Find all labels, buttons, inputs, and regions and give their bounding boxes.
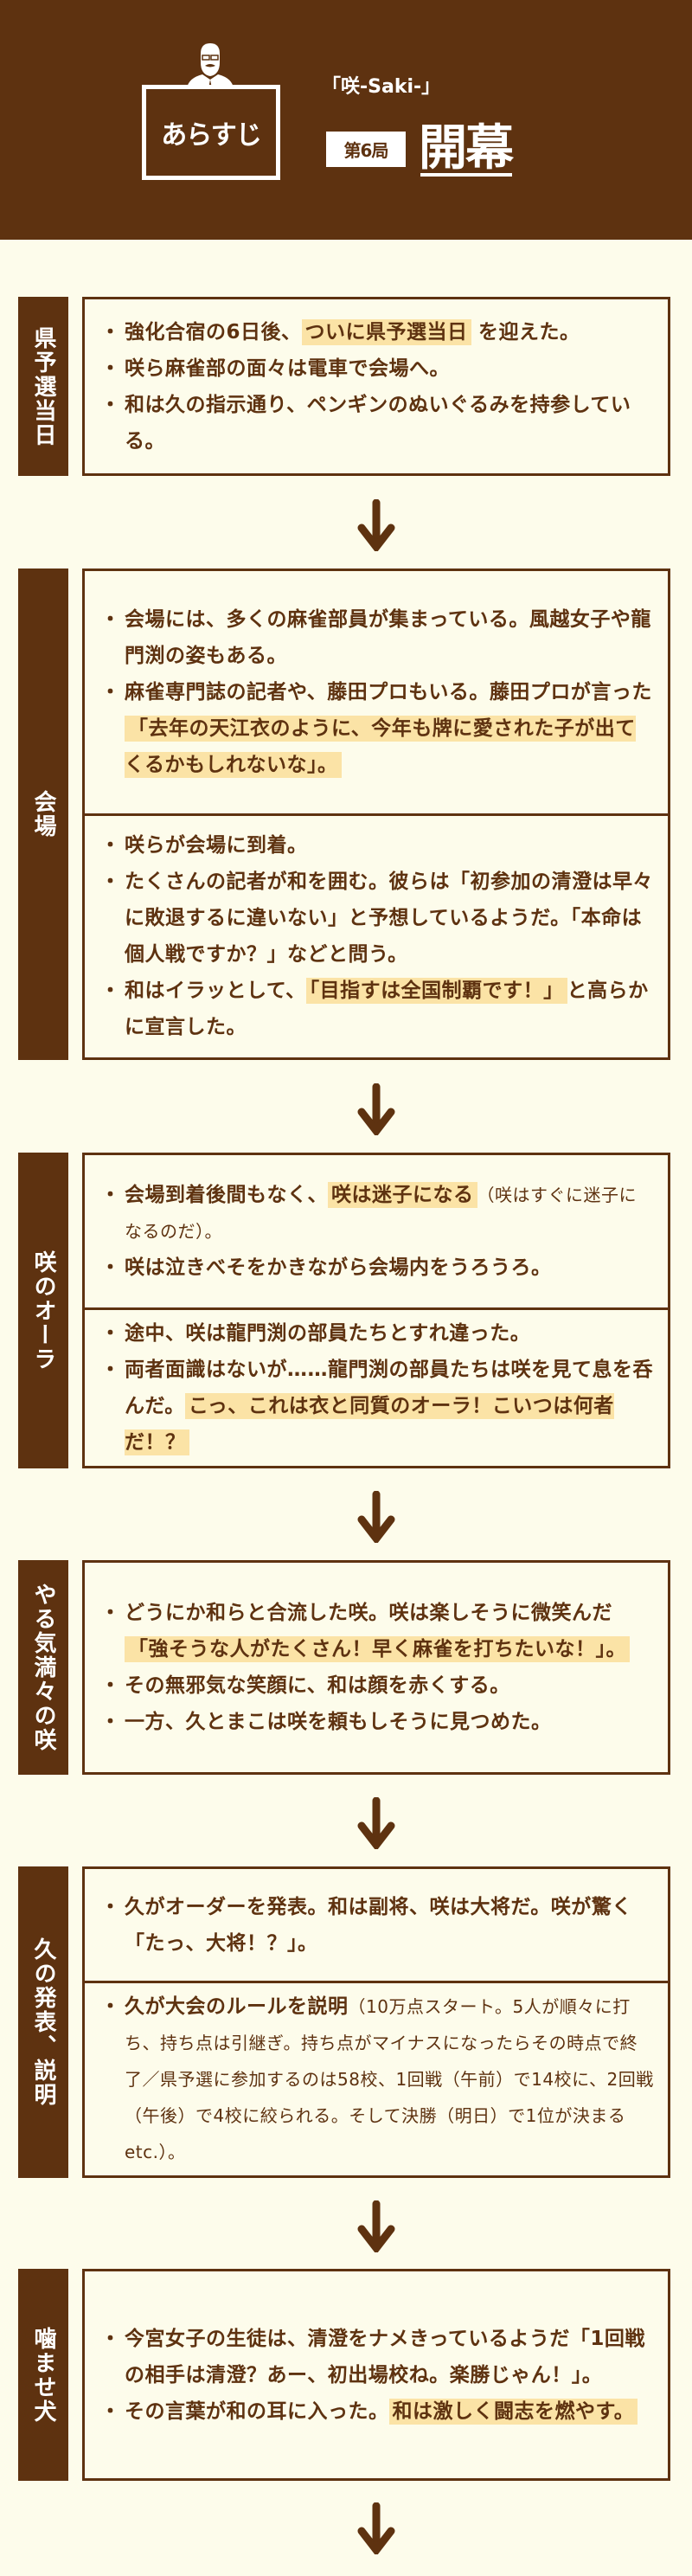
section-content-box: 久がオーダーを発表。和は副将、咲は大将だ。咲が驚く「たっ、大将！？」。久が大会の… [82,1866,670,2178]
section-label-text: やる気満々の咲 [30,1583,56,1752]
body-text: その無邪気な笑顔に、和は顔を赤くする。 [125,1674,510,1697]
bullet-item: 和は久の指示通り、ペンギンのぬいぐるみを持参している。 [100,387,654,459]
body-text: 麻雀専門誌の記者や、藤田プロもいる。藤田プロが言った [125,680,652,703]
section-content-box: 今宮女子の生徒は、清澄をナメきっているようだ「1回戦の相手は清澄？あー、初出場校… [82,2269,670,2481]
presenter-person-icon [187,43,234,88]
section-label: 久の発表、説明 [18,1866,68,2178]
episode-badge: 第6局 [326,132,406,167]
bullet-item: 久が大会のルールを説明（10万点スタート。5人が順々に打ち、持ち点は引継ぎ。持ち… [100,1988,654,2170]
highlighted-text: 「目指すは全国制覇です！」 [305,978,567,1005]
content-subbox: 咲らが会場に到着。たくさんの記者が和を囲む。彼らは「初参加の清澄は早々に敗退する… [85,813,668,1058]
highlighted-text: 「去年の天江衣のように、今年も牌に愛された子が出てくるかもしれないな」。 [125,715,636,778]
content-subbox: 会場には、多くの麻雀部員が集まっている。風越女子や龍門渕の姿もある。麻雀専門誌の… [85,571,668,813]
content-subbox: 会場到着後間もなく、咲は迷子になる（咲はすぐに迷子になるのだ）。咲は泣きべそをか… [85,1155,668,1307]
bullet-item: その言葉が和の耳に入った。和は激しく闘志を燃やす。 [100,2393,654,2430]
bullet-item: 強化合宿の6日後、ついに県予選当日 を迎えた。 [100,314,654,350]
down-arrow-icon [357,1083,395,1135]
bullet-item: 会場には、多くの麻雀部員が集まっている。風越女子や龍門渕の姿もある。 [100,601,654,674]
body-text: 久が大会のルールを説明 [125,1995,349,2018]
section-label: 会場 [18,569,68,1060]
header-banner: あらすじ 「咲-Saki-」 第6局 開幕 [0,0,692,240]
body-text: 強化合宿の6日後、 [125,320,302,344]
section-label-text: 会場 [30,790,56,838]
bullet-item: その無邪気な笑顔に、和は顔を赤くする。 [100,1667,654,1704]
series-title: 「咲-Saki-」 [322,76,441,98]
body-text: どうにか和らと合流した咲。咲は楽しそうに微笑んだ [125,1602,612,1624]
section-label-text: 咲のオーラ [30,1249,56,1372]
section-label-text: 噛ませ犬 [30,2326,56,2424]
body-text: 久がオーダーを発表。和は副将、咲は大将だ。咲が驚く「たっ、大将！？」。 [125,1895,632,1955]
body-text: を迎えた。 [471,320,580,344]
body-text: たくさんの記者が和を囲む。彼らは「初参加の清澄は早々に敗退するに違いない」と予想… [125,870,653,967]
body-text: 咲ら麻雀部の面々は電車で会場へ。 [125,357,450,380]
section-content-box: どうにか和らと合流した咲。咲は楽しそうに微笑んだ「強そうな人がたくさん！早く麻雀… [82,1560,670,1775]
body-text: 会場には、多くの麻雀部員が集まっている。風越女子や龍門渕の姿もある。 [125,607,651,667]
body-text: と高らかに宣言した。 [125,980,649,1039]
down-arrow-icon [357,499,395,551]
body-text: 咲は泣きべそをかきながら会場内をうろうろ。 [125,1256,552,1279]
content-subbox: 強化合宿の6日後、ついに県予選当日 を迎えた。咲ら麻雀部の面々は電車で会場へ。和… [85,299,668,473]
bullet-item: 麻雀専門誌の記者や、藤田プロもいる。藤田プロが言った「去年の天江衣のように、今年… [100,674,654,783]
bullet-item: 一方、久とまこは咲を頼もしそうに見つめた。 [100,1704,654,1740]
bullet-item: 会場到着後間もなく、咲は迷子になる（咲はすぐに迷子になるのだ）。 [100,1177,654,1249]
synopsis-section: 咲のオーラ 会場到着後間もなく、咲は迷子になる（咲はすぐに迷子になるのだ）。咲は泣… [18,1153,670,1468]
bullet-item: 咲は泣きべそをかきながら会場内をうろうろ。 [100,1249,654,1286]
highlighted-text: 咲は迷子になる [328,1182,477,1208]
episode-title: 開幕 [419,120,514,177]
bullet-item: 久がオーダーを発表。和は副将、咲は大将だ。咲が驚く「たっ、大将！？」。 [100,1889,654,1962]
synopsis-section: やる気満々の咲 どうにか和らと合流した咲。咲は楽しそうに微笑んだ「強そうな人がたく… [18,1560,670,1775]
section-label: 噛ませ犬 [18,2269,68,2481]
section-content-box: 会場到着後間もなく、咲は迷子になる（咲はすぐに迷子になるのだ）。咲は泣きべそをか… [82,1153,670,1468]
synopsis-label: あらすじ [161,120,261,151]
body-text: 両者面識はないが……龍門渕の部員たちは咲を見て息を呑んだ。 [125,1359,653,1417]
highlighted-text: ついに県予選当日 [301,318,471,345]
synopsis-section: 会場会場には、多くの麻雀部員が集まっている。風越女子や龍門渕の姿もある。麻雀専門… [18,569,670,1060]
synopsis-section: 県予選当日強化合宿の6日後、ついに県予選当日 を迎えた。咲ら麻雀部の面々は電車で… [18,297,670,476]
content-subbox: 久が大会のルールを説明（10万点スタート。5人が順々に打ち、持ち点は引継ぎ。持ち… [85,1981,668,2175]
content-subbox: どうにか和らと合流した咲。咲は楽しそうに微笑んだ「強そうな人がたくさん！早く麻雀… [85,1563,668,1772]
body-text: 途中、咲は龍門渕の部員たちとすれ違った。 [125,1322,531,1345]
section-label: 咲のオーラ [18,1153,68,1468]
highlighted-text: 「強そうな人がたくさん！早く麻雀を打ちたいな！」。 [125,1636,630,1662]
section-content-box: 会場には、多くの麻雀部員が集まっている。風越女子や龍門渕の姿もある。麻雀専門誌の… [82,569,670,1060]
body-text: その言葉が和の耳に入った。 [125,2399,389,2423]
body-text: 咲らが会場に到着。 [125,834,308,858]
highlighted-text: 和は激しく闘志を燃やす。 [388,2398,638,2425]
bullet-item: 両者面識はないが……龍門渕の部員たちは咲を見て息を呑んだ。こっ、これは衣と同質の… [100,1352,654,1461]
section-content-box: 強化合宿の6日後、ついに県予選当日 を迎えた。咲ら麻雀部の面々は電車で会場へ。和… [82,297,670,476]
parenthetical-text: （10万点スタート。5人が順々に打ち、持ち点は引継ぎ。持ち点がマイナスになったら… [125,1996,654,2162]
bullet-item: 今宮女子の生徒は、清澄をナメきっているようだ「1回戦の相手は清澄？あー、初出場校… [100,2321,654,2393]
down-arrow-icon [357,2502,395,2554]
down-arrow-icon [357,2200,395,2252]
content-subbox: 久がオーダーを発表。和は副将、咲は大将だ。咲が驚く「たっ、大将！？」。 [85,1869,668,1981]
bullet-item: 咲らが会場に到着。 [100,827,654,864]
synopsis-section: 噛ませ犬 今宮女子の生徒は、清澄をナメきっているようだ「1回戦の相手は清澄？あー、… [18,2269,670,2481]
content-subbox: 今宮女子の生徒は、清澄をナメきっているようだ「1回戦の相手は清澄？あー、初出場校… [85,2271,668,2478]
section-label: 県予選当日 [18,297,68,476]
body-text: 一方、久とまこは咲を頼もしそうに見つめた。 [125,1711,552,1733]
body-text: 和はイラッとして、 [125,980,306,1003]
body-text: 会場到着後間もなく、 [125,1184,328,1206]
section-label-text: 久の発表、説明 [30,1937,56,2107]
bullet-item: 和はイラッとして、「目指すは全国制覇です！」と高らかに宣言した。 [100,973,654,1045]
synopsis-section: 久の発表、説明久がオーダーを発表。和は副将、咲は大将だ。咲が驚く「たっ、大将！？… [18,1866,670,2178]
body-text: 今宮女子の生徒は、清澄をナメきっているようだ「1回戦の相手は清澄？あー、初出場校… [125,2327,645,2386]
content-subbox: 途中、咲は龍門渕の部員たちとすれ違った。両者面識はないが……龍門渕の部員たちは咲… [85,1307,668,1466]
bullet-item: 途中、咲は龍門渕の部員たちとすれ違った。 [100,1315,654,1352]
bullet-item: 咲ら麻雀部の面々は電車で会場へ。 [100,350,654,387]
synopsis-sign: あらすじ [142,85,280,180]
section-label: やる気満々の咲 [18,1560,68,1775]
bullet-item: たくさんの記者が和を囲む。彼らは「初参加の清澄は早々に敗退するに違いない」と予想… [100,864,654,973]
highlighted-text: こっ、これは衣と同質のオーラ！こいつは何者だ！？ [125,1393,614,1455]
down-arrow-icon [357,1797,395,1849]
section-label-text: 県予選当日 [30,325,56,447]
down-arrow-icon [357,1491,395,1543]
body-text: 和は久の指示通り、ペンギンのぬいぐるみを持参している。 [125,393,631,453]
bullet-item: どうにか和らと合流した咲。咲は楽しそうに微笑んだ「強そうな人がたくさん！早く麻雀… [100,1595,654,1667]
parenthetical-text: （咲はすぐに迷子になるのだ）。 [125,1185,637,1242]
